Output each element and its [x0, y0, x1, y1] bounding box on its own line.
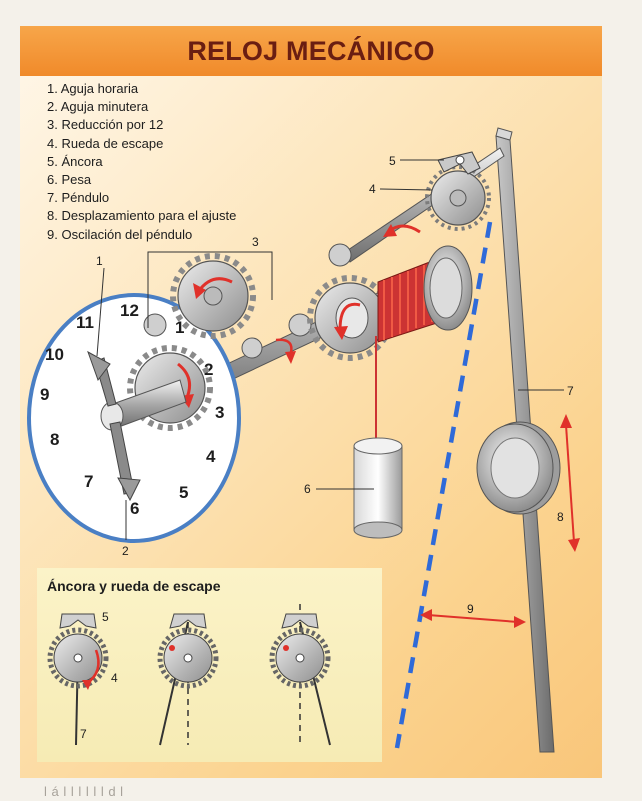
legend-item-reduction: 3. Reducción por 12 — [47, 117, 164, 133]
inset-label-5: 5 — [102, 610, 109, 624]
drum-rotation-arrow — [338, 302, 361, 331]
dial-number-6: 6 — [130, 499, 139, 518]
footer-text: l á l l l l l l d l — [44, 784, 124, 799]
dial-number-3: 3 — [215, 403, 224, 422]
escape-wheel — [425, 165, 491, 231]
small-pinion — [143, 243, 352, 359]
callout-5: 5 — [389, 154, 396, 168]
callout-4: 4 — [369, 182, 376, 196]
legend-list: 1. Aguja horaria 2. Aguja minutera 3. Re… — [47, 80, 236, 244]
callout-6: 6 — [304, 482, 311, 496]
inset-stage-2 — [157, 613, 219, 746]
dial-number-8: 8 — [50, 430, 59, 449]
callout-labels: 1 2 3 4 5 6 7 8 9 — [96, 154, 574, 616]
inset-stage-3 — [269, 604, 331, 746]
dial-number-4: 4 — [206, 447, 216, 466]
adjustment-arrow — [560, 414, 580, 552]
minute-hand-tip — [117, 477, 141, 502]
callout-9: 9 — [467, 602, 474, 616]
callout-7: 7 — [567, 384, 574, 398]
inset-label-7: 7 — [80, 727, 87, 741]
oscillation-arrow — [420, 609, 526, 628]
callout-1: 1 — [96, 254, 103, 268]
anchor — [437, 151, 481, 175]
hour-hand-tip — [87, 350, 111, 382]
legend-item-minute-hand: 2. Aguja minutera — [47, 99, 149, 115]
dial-number-1: 1 — [175, 318, 184, 337]
callout-leaders — [96, 159, 564, 540]
pendulum-bob — [476, 421, 561, 515]
rope-spool — [377, 245, 473, 343]
dial-number-9: 9 — [40, 385, 49, 404]
oscillation-dashed-line — [394, 221, 493, 749]
legend-item-hour-hand: 1. Aguja horaria — [47, 81, 139, 96]
dial-number-5: 5 — [179, 483, 188, 502]
reduction-gear-upper — [170, 253, 256, 339]
page-title: RELOJ MECÁNICO — [187, 35, 435, 66]
title-bar: RELOJ MECÁNICO — [20, 26, 602, 76]
weight — [353, 437, 403, 539]
callout-2: 2 — [122, 544, 129, 558]
dial-number-12: 12 — [120, 301, 139, 320]
dial-number-11: 11 — [76, 313, 94, 332]
legend-item-escape-wheel: 4. Rueda de escape — [47, 135, 164, 151]
callout-3: 3 — [252, 235, 259, 249]
callout-8: 8 — [557, 510, 564, 524]
dial-number-7: 7 — [84, 472, 93, 491]
dial-numbers: 12 1 2 3 4 5 6 7 8 9 10 11 — [40, 301, 224, 518]
inset-labels: 5 4 7 — [80, 610, 118, 741]
dial-number-10: 10 — [45, 345, 64, 364]
inset-label-4: 4 — [111, 671, 118, 685]
legend-item-weight: 6. Pesa — [47, 172, 92, 188]
legend-item-adjustment: 8. Desplazamiento para el ajuste — [47, 208, 237, 224]
legend-item-anchor: 5. Áncora — [47, 153, 103, 169]
inset-title: Áncora y rueda de escape — [47, 578, 221, 594]
legend-item-oscillation: 9. Oscilación del péndulo — [47, 226, 193, 242]
legend-item-pendulum: 7. Péndulo — [47, 190, 110, 206]
inset-stage-1 — [47, 613, 109, 746]
